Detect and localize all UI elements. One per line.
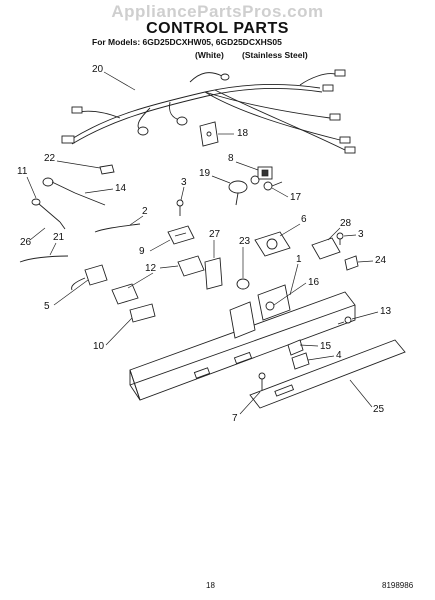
part-screw bbox=[176, 199, 184, 216]
callout-25: 25 bbox=[373, 404, 385, 415]
callout-7: 7 bbox=[232, 413, 238, 424]
variant-white: (White) bbox=[195, 50, 224, 60]
callout-3b: 3 bbox=[358, 229, 364, 240]
part-insulator bbox=[204, 257, 223, 290]
part-latch bbox=[287, 339, 310, 370]
callout-24: 24 bbox=[375, 255, 387, 266]
part-wire-harness bbox=[61, 69, 356, 154]
part-plate bbox=[199, 121, 219, 147]
callout-11: 11 bbox=[17, 166, 28, 177]
part-tube bbox=[94, 223, 141, 233]
variant-stainless: (Stainless Steel) bbox=[242, 50, 308, 60]
part-damper-control bbox=[257, 166, 283, 191]
callout-1: 1 bbox=[296, 254, 302, 265]
callout-8: 8 bbox=[228, 153, 234, 164]
part-knob bbox=[228, 175, 260, 206]
callout-6: 6 bbox=[301, 214, 307, 225]
part-switch bbox=[167, 225, 195, 245]
part-screw-right bbox=[337, 316, 352, 325]
model-numbers: For Models: 6GD25DCXHW05, 6GD25DCXHS05 bbox=[92, 37, 282, 47]
part-sensor bbox=[31, 177, 106, 230]
callout-23: 23 bbox=[239, 236, 251, 247]
callout-4: 4 bbox=[336, 350, 342, 361]
part-screw-bottom bbox=[258, 372, 266, 390]
callout-16: 16 bbox=[308, 277, 320, 288]
part-light-switch bbox=[71, 264, 108, 291]
part-label bbox=[129, 303, 156, 323]
page-number: 18 bbox=[206, 581, 215, 590]
watermark: AppliancePartsPros.com bbox=[111, 2, 324, 21]
part-front-panel bbox=[249, 339, 406, 409]
callout-21: 21 bbox=[53, 232, 65, 243]
callout-19: 19 bbox=[199, 168, 211, 179]
part-tube-lower bbox=[19, 255, 69, 263]
callout-5: 5 bbox=[44, 301, 50, 312]
part-temperature-control bbox=[254, 231, 291, 257]
callout-labels: 20 18 8 19 17 22 11 14 3 2 6 28 3 27 23 … bbox=[17, 64, 392, 424]
callout-12: 12 bbox=[145, 263, 157, 274]
callout-13: 13 bbox=[380, 306, 392, 317]
page-title: CONTROL PARTS bbox=[146, 20, 289, 37]
document-number: 8198986 bbox=[382, 581, 414, 590]
callout-27: 27 bbox=[209, 229, 221, 240]
part-grommet bbox=[236, 278, 250, 290]
callout-9: 9 bbox=[139, 246, 145, 257]
callout-17: 17 bbox=[290, 192, 302, 203]
callout-26: 26 bbox=[20, 237, 32, 248]
callout-28: 28 bbox=[340, 218, 352, 229]
callout-18: 18 bbox=[237, 128, 249, 139]
callout-15: 15 bbox=[320, 341, 332, 352]
callout-2: 2 bbox=[142, 206, 148, 217]
callout-3: 3 bbox=[181, 177, 187, 188]
callout-22: 22 bbox=[44, 153, 56, 164]
part-switch-assembly bbox=[111, 255, 205, 305]
part-bracket bbox=[311, 232, 359, 271]
part-clip bbox=[99, 164, 115, 175]
callout-14: 14 bbox=[115, 183, 127, 194]
part-screw-mount bbox=[265, 301, 275, 311]
part-control-housing bbox=[129, 284, 356, 401]
callout-20: 20 bbox=[92, 64, 104, 75]
callout-10: 10 bbox=[93, 341, 105, 352]
